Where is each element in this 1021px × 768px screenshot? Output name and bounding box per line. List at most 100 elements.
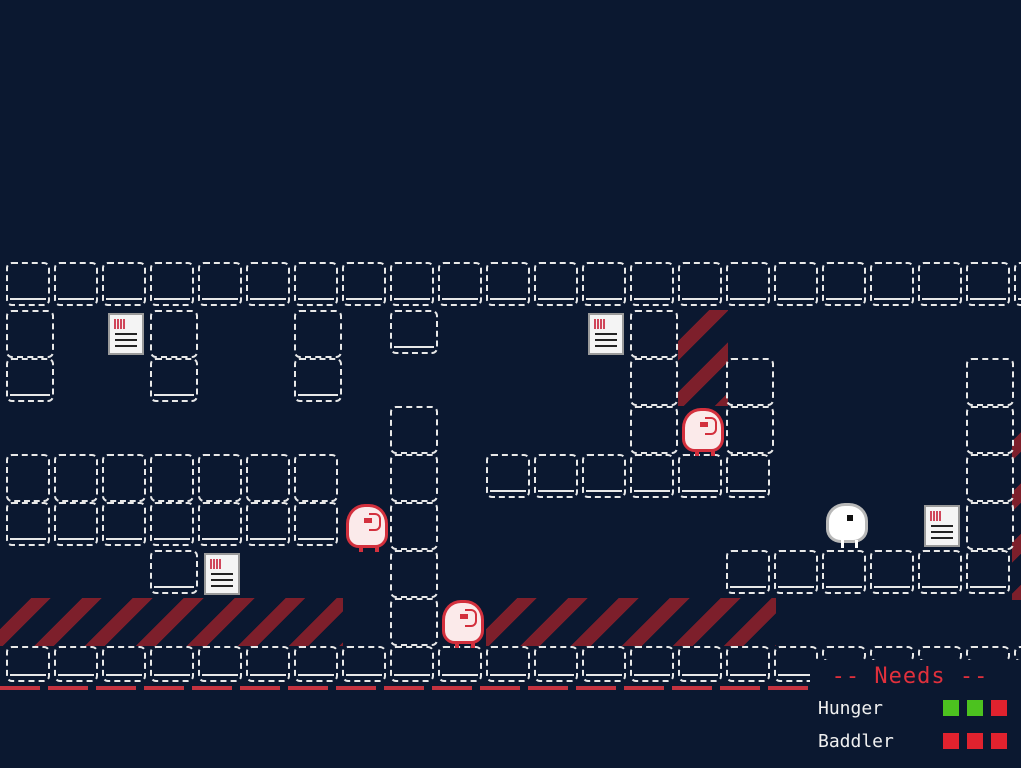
need-row-baddler: Baddler — [818, 731, 1013, 755]
wall-tile — [390, 310, 438, 354]
need-pip — [967, 733, 983, 749]
wall-tile — [966, 358, 1014, 406]
needs-panel: -- Needs -- Hunger Baddler — [810, 660, 1021, 768]
wall-tile — [150, 502, 194, 546]
wall-tile — [150, 646, 194, 682]
wall-tile — [630, 646, 674, 682]
document-icon[interactable] — [108, 313, 144, 355]
wall-tile — [198, 454, 242, 502]
wall-tile — [150, 550, 198, 594]
red-blob-enemy — [442, 600, 484, 648]
wall-tile — [198, 502, 242, 546]
needs-title: -- Needs -- — [831, 664, 989, 689]
wall-tile — [438, 262, 482, 306]
need-meter — [943, 733, 1007, 749]
wall-tile — [6, 310, 54, 358]
wall-tile — [582, 454, 626, 498]
need-meter — [943, 700, 1007, 716]
wall-tile — [726, 646, 770, 682]
wall-tile — [486, 262, 530, 306]
wall-tile — [390, 550, 438, 598]
wall-tile — [534, 454, 578, 498]
wall-tile — [294, 502, 338, 546]
player-character[interactable] — [826, 503, 868, 548]
wall-tile — [390, 262, 434, 306]
wall-tile — [582, 646, 626, 682]
wall-tile — [1014, 262, 1021, 306]
wall-tile — [390, 454, 438, 502]
wall-tile — [342, 262, 386, 306]
wall-tile — [102, 262, 146, 306]
wall-tile — [102, 502, 146, 546]
wall-tile — [246, 454, 290, 502]
need-label: Hunger — [818, 698, 884, 719]
wall-tile — [630, 406, 678, 454]
wall-tile — [534, 262, 578, 306]
wall-tile — [54, 262, 98, 306]
wall-tile — [678, 454, 722, 498]
wall-tile — [966, 550, 1010, 594]
hazard-zone-left — [0, 598, 343, 646]
wall-tile — [486, 646, 530, 682]
wall-tile — [486, 454, 530, 498]
wall-tile — [246, 262, 290, 306]
wall-tile — [294, 454, 338, 502]
wall-tile — [726, 550, 770, 594]
wall-tile — [102, 646, 146, 682]
wall-tile — [870, 550, 914, 594]
wall-tile — [438, 646, 482, 682]
wall-tile — [54, 646, 98, 682]
wall-tile — [342, 646, 386, 682]
wall-tile — [630, 358, 678, 406]
document-icon[interactable] — [588, 313, 624, 355]
wall-tile — [6, 454, 50, 502]
need-pip — [991, 700, 1007, 716]
wall-tile — [6, 502, 50, 546]
wall-tile — [726, 406, 774, 454]
wall-tile — [966, 406, 1014, 454]
need-pip — [943, 733, 959, 749]
wall-tile — [246, 502, 290, 546]
wall-tile — [966, 502, 1014, 550]
wall-tile — [822, 550, 866, 594]
wall-tile — [246, 646, 290, 682]
need-label: Baddler — [818, 731, 894, 752]
wall-tile — [726, 358, 774, 406]
need-pip — [991, 733, 1007, 749]
hazard-zone-column — [678, 310, 728, 406]
wall-tile — [150, 310, 198, 358]
wall-tile — [294, 358, 342, 402]
wall-tile — [390, 502, 438, 550]
wall-tile — [390, 598, 438, 646]
wall-tile — [630, 310, 678, 358]
wall-tile — [822, 262, 866, 306]
red-blob-enemy — [346, 504, 388, 552]
wall-tile — [630, 454, 674, 498]
wall-tile — [54, 502, 98, 546]
wall-tile — [918, 550, 962, 594]
wall-tile — [678, 262, 722, 306]
wall-tile — [102, 454, 146, 502]
floor-rail — [0, 686, 810, 690]
wall-tile — [774, 550, 818, 594]
wall-tile — [198, 262, 242, 306]
document-icon[interactable] — [924, 505, 960, 547]
wall-tile — [6, 358, 54, 402]
wall-tile — [294, 646, 338, 682]
wall-tile — [774, 262, 818, 306]
wall-tile — [6, 646, 50, 682]
wall-tile — [150, 262, 194, 306]
hazard-zone-right — [486, 598, 776, 646]
hazard-zone-edge — [1012, 410, 1021, 600]
need-pip — [967, 700, 983, 716]
wall-tile — [150, 358, 198, 402]
document-icon[interactable] — [204, 553, 240, 595]
wall-tile — [966, 262, 1010, 306]
wall-tile — [966, 454, 1014, 502]
wall-tile — [534, 646, 578, 682]
wall-tile — [6, 262, 50, 306]
need-pip — [943, 700, 959, 716]
wall-tile — [294, 262, 338, 306]
wall-tile — [198, 646, 242, 682]
